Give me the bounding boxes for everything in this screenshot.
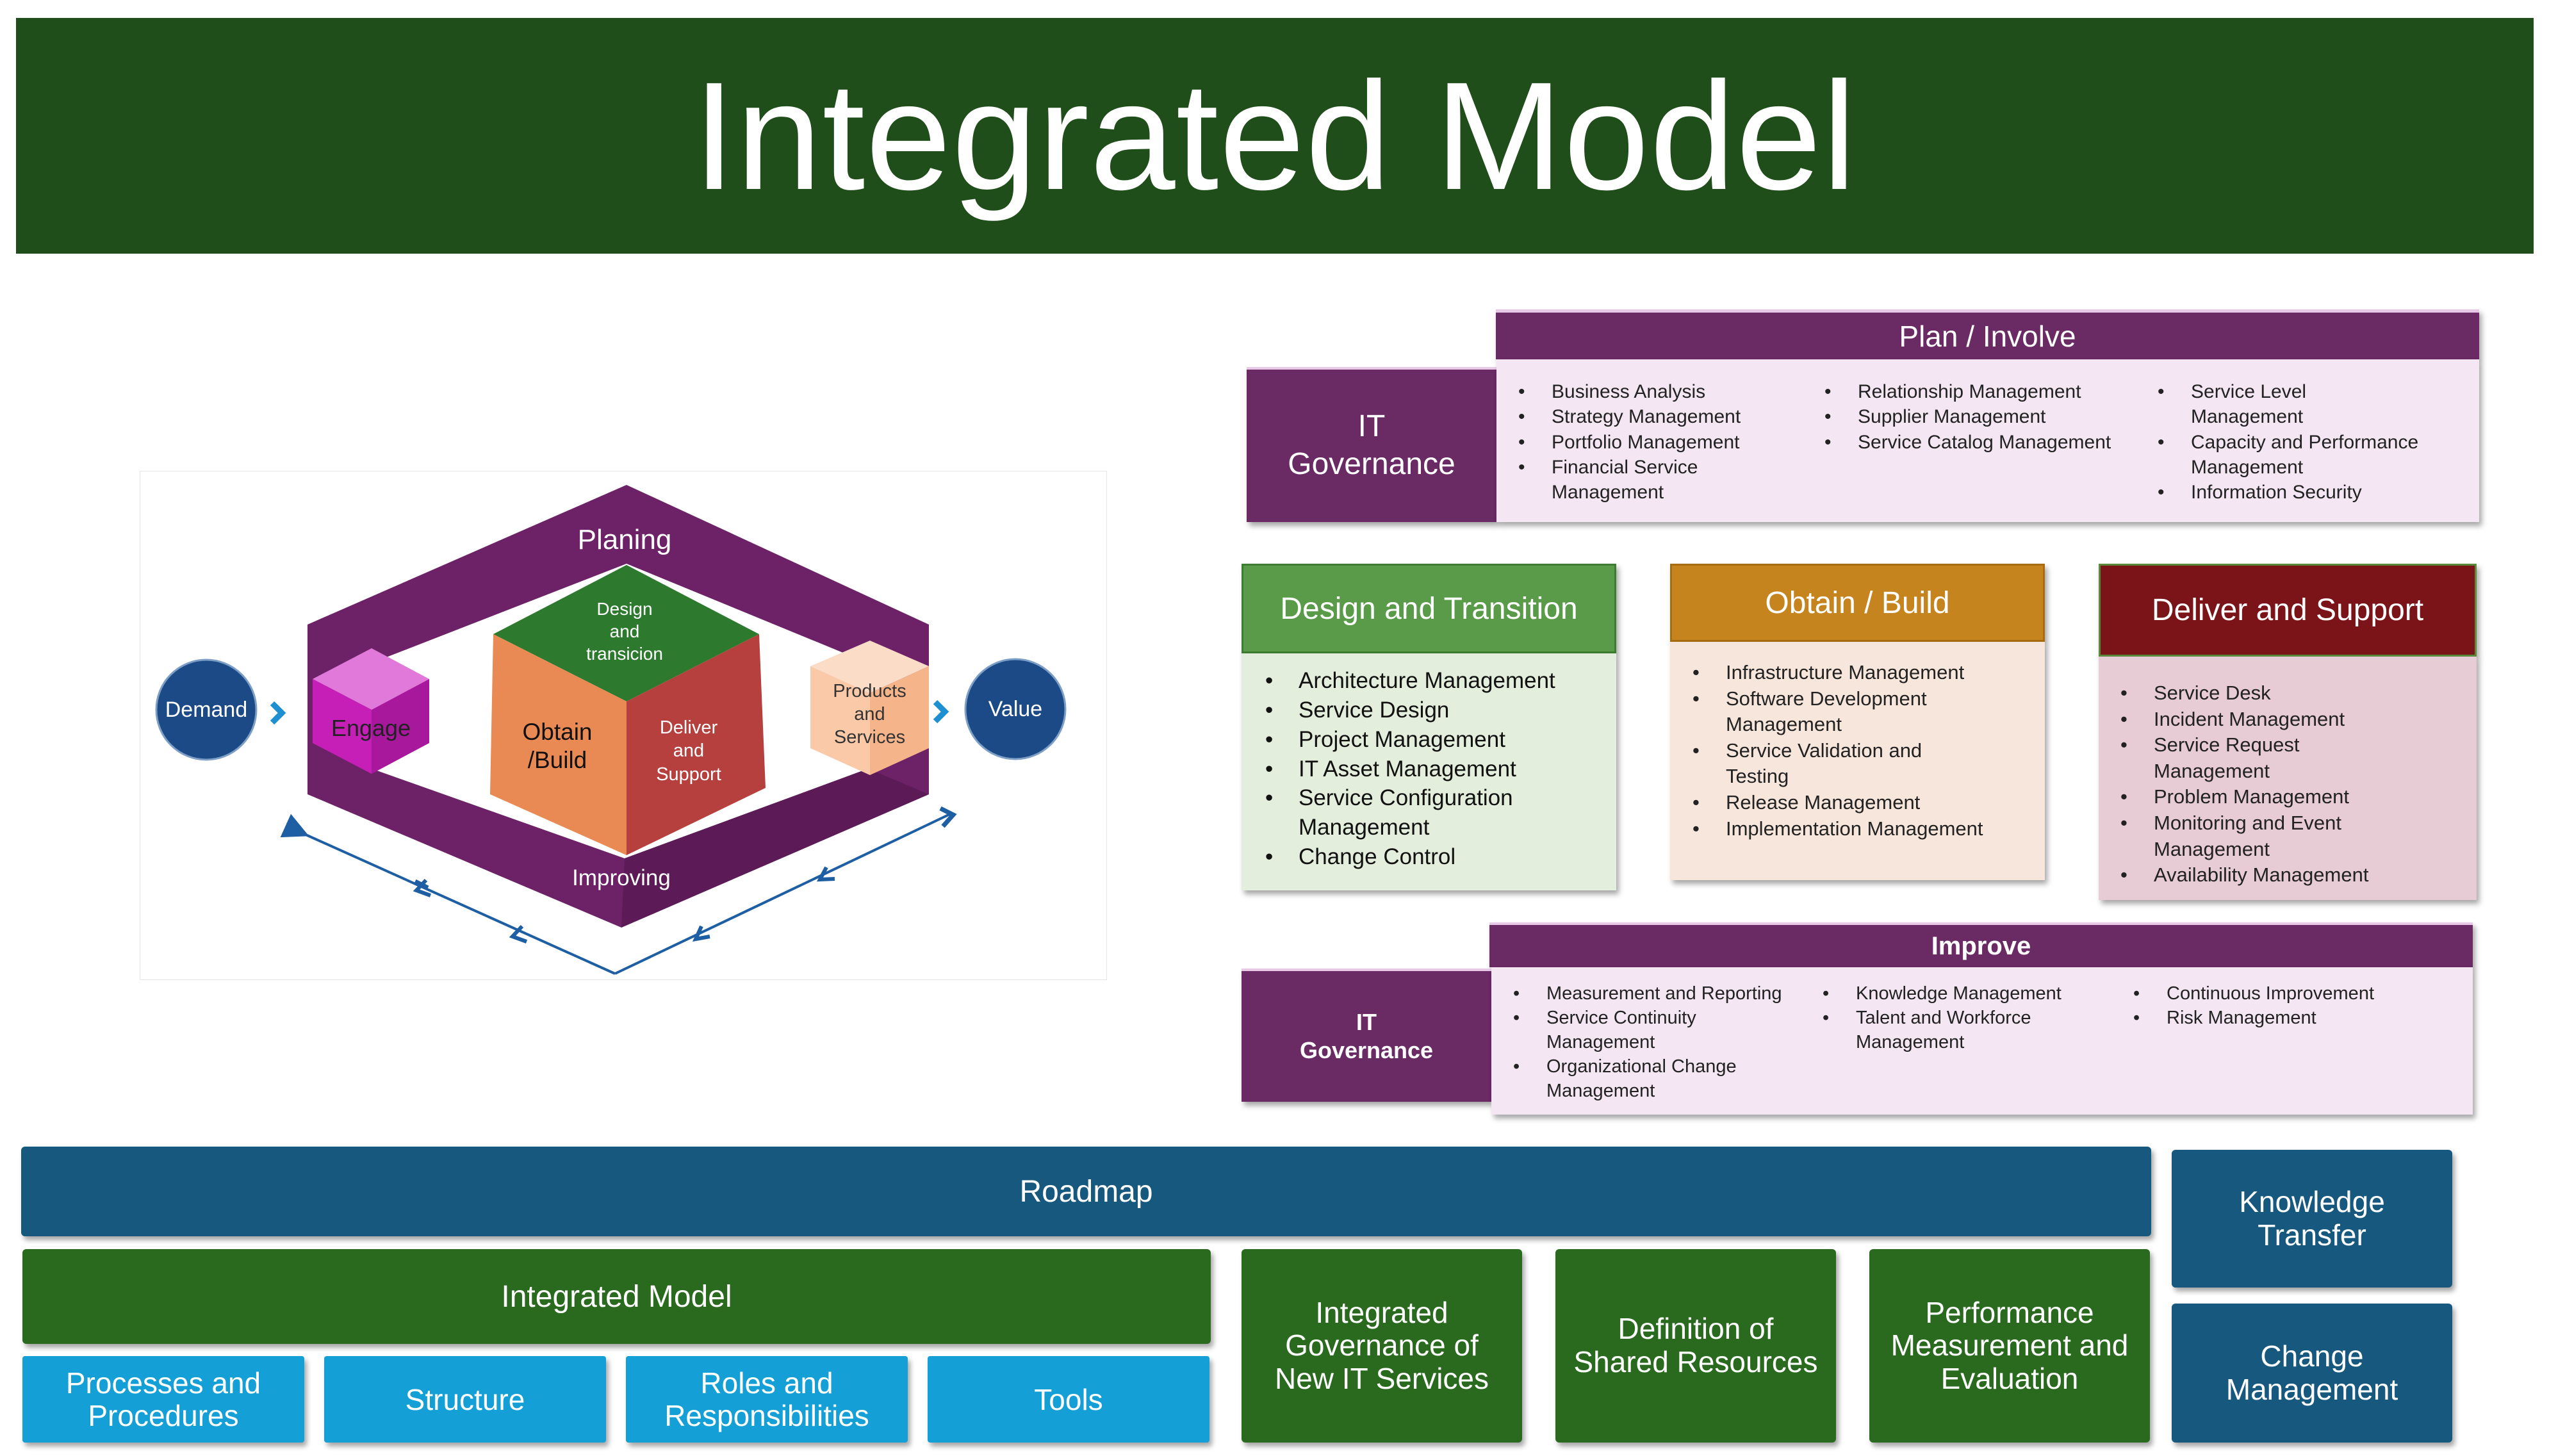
list-item: Service Validation and Testing [1686, 738, 2038, 790]
list-item: Change Control [1259, 842, 1605, 872]
list-item: Release Management [1686, 790, 2038, 816]
improve-col-2: Knowledge Management Talent and Workforc… [1816, 982, 2117, 1055]
improving-arrow-right [614, 812, 952, 975]
list-item: Organizational Change Management [1507, 1055, 1827, 1104]
obtain-build-header: Obtain / Build [1670, 564, 2045, 642]
improving-arrow-left [280, 814, 616, 975]
list-item: Service Configuration Management [1259, 783, 1605, 842]
deliver-support-header: Deliver and Support [2099, 564, 2477, 657]
improve-col-1: Measurement and Reporting Service Contin… [1507, 982, 1827, 1104]
page-title: Integrated Model [693, 50, 1857, 222]
plan-col-2: Relationship Management Supplier Managem… [1818, 379, 2145, 455]
obtain-build-list: Infrastructure Management Software Devel… [1686, 660, 2038, 842]
list-item: Financial Service Management [1512, 455, 1813, 505]
knowledge-transfer-box: Knowledge Transfer [2172, 1150, 2452, 1288]
performance-box: Performance Measurement and Evaluation [1869, 1249, 2150, 1443]
obtain-face [490, 634, 627, 855]
list-item: Infrastructure Management [1686, 660, 2038, 686]
chevron-right-icon [270, 701, 286, 725]
plan-col-1: Business Analysis Strategy Management Po… [1512, 379, 1813, 505]
design-label: Design and transicion [586, 598, 663, 664]
list-item: Service Catalog Management [1818, 430, 2145, 455]
structure-box: Structure [324, 1356, 606, 1443]
list-item: Relationship Management [1818, 379, 2145, 405]
cycle-diagram-frame [140, 471, 1107, 980]
design-transition-list: Architecture Management Service Design P… [1259, 666, 1605, 872]
roadmap-bar: Roadmap [21, 1147, 2151, 1236]
engage-cube-right [372, 679, 429, 774]
list-item: Service Continuity Management [1507, 1006, 1827, 1055]
list-item: Incident Management [2114, 707, 2473, 733]
list-item: Software Development Management [1686, 686, 2038, 738]
plan-col-3: Service Level Management Capacity and Pe… [2151, 379, 2478, 505]
list-item: Measurement and Reporting [1507, 982, 1827, 1006]
improve-col-3: Continuous Improvement Risk Management [2127, 982, 2460, 1031]
integrated-model-bar: Integrated Model [22, 1249, 1211, 1344]
plan-governance-box: IT Governance [1247, 367, 1496, 522]
chevron-right-icon [933, 699, 949, 724]
list-item: Portfolio Management [1512, 430, 1813, 455]
governance-new-services-box: Integrated Governance of New IT Services [1242, 1249, 1522, 1443]
title-bar: Integrated Model [16, 18, 2534, 254]
improve-header: Improve [1489, 922, 2473, 967]
products-cube-right [870, 666, 929, 775]
list-item: Service Design [1259, 696, 1605, 725]
demand-circle [155, 658, 258, 761]
change-management-box: Change Management [2172, 1304, 2452, 1443]
products-cube-top [810, 641, 929, 693]
list-item: Business Analysis [1512, 379, 1813, 405]
shared-resources-box: Definition of Shared Resources [1555, 1249, 1836, 1443]
list-item: Architecture Management [1259, 666, 1605, 696]
demand-label: Demand [165, 697, 248, 722]
engage-label: Engage [331, 715, 411, 741]
roles-box: Roles and Responsibilities [626, 1356, 908, 1443]
list-item: Supplier Management [1818, 404, 2145, 430]
list-item: Monitoring and Event Management [2114, 810, 2473, 862]
plan-involve-header: Plan / Involve [1496, 309, 2479, 359]
design-face [493, 565, 759, 701]
list-item: IT Asset Management [1259, 755, 1605, 784]
deliver-label: Deliver and Support [656, 717, 721, 785]
list-item: Capacity and Performance Management [2151, 430, 2478, 480]
products-cube-left [810, 666, 870, 775]
deliver-support-list: Service Desk Incident Management Service… [2114, 680, 2473, 888]
list-item: Strategy Management [1512, 404, 1813, 430]
value-circle [964, 658, 1067, 760]
list-item: Implementation Management [1686, 816, 2038, 842]
list-item: Problem Management [2114, 784, 2473, 810]
planing-label: Planing [577, 523, 672, 555]
list-item: Information Security [2151, 480, 2478, 505]
list-item: Knowledge Management [1816, 982, 2117, 1006]
list-item: Continuous Improvement [2127, 982, 2460, 1006]
list-item: Service Request Management [2114, 732, 2473, 784]
design-transition-header: Design and Transition [1242, 564, 1616, 653]
improving-label: Improving [572, 865, 671, 890]
improve-governance-box: IT Governance [1242, 969, 1491, 1102]
deliver-face [627, 634, 766, 855]
list-item: Talent and Workforce Management [1816, 1006, 2117, 1055]
engage-cube-top [313, 648, 429, 710]
list-item: Availability Management [2114, 862, 2473, 888]
products-label: Products and Services [833, 680, 906, 748]
engage-cube-left [313, 679, 372, 774]
list-item: Project Management [1259, 725, 1605, 755]
list-item: Service Desk [2114, 680, 2473, 707]
processes-box: Processes and Procedures [22, 1356, 304, 1443]
list-item: Service Level Management [2151, 379, 2478, 430]
obtain-label: Obtain /Build [522, 718, 593, 773]
tools-box: Tools [928, 1356, 1209, 1443]
list-item: Risk Management [2127, 1006, 2460, 1031]
value-label: Value [988, 696, 1043, 721]
